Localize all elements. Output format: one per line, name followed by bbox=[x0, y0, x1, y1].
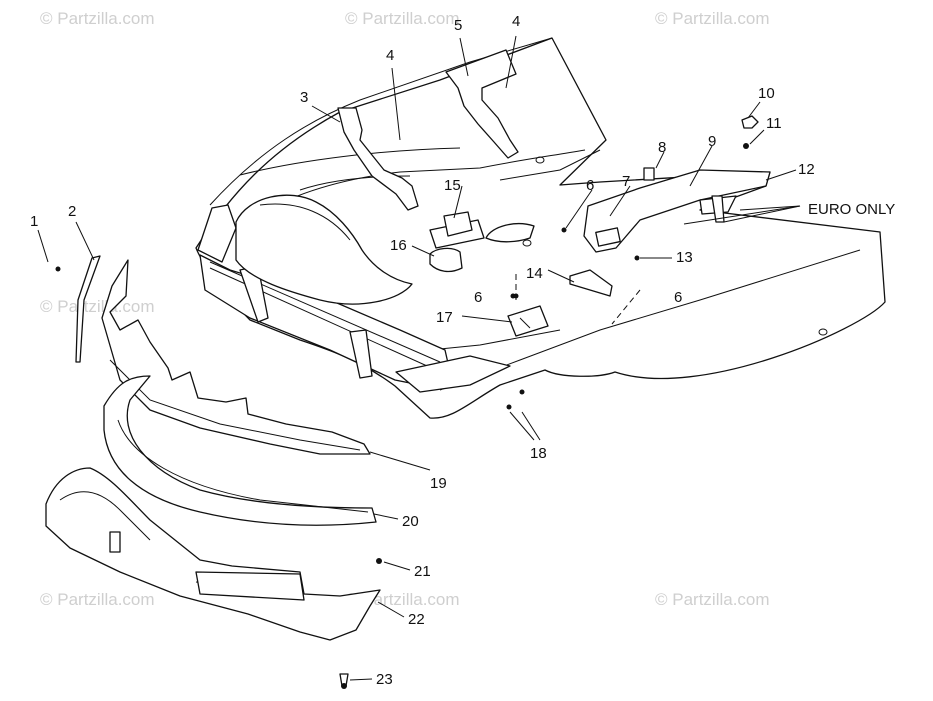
hood-body bbox=[195, 37, 886, 419]
leader-lines bbox=[37, 35, 801, 681]
callout-22: 22 bbox=[408, 611, 425, 628]
callout-7: 7 bbox=[622, 173, 630, 190]
callout-6: 6 bbox=[586, 177, 594, 194]
callout-14: 14 bbox=[526, 265, 543, 282]
callout-labels: 1 2 3 4 5 4 6 7 8 9 10 11 12 EURO ONLY 1… bbox=[30, 13, 895, 688]
small-brackets bbox=[507, 269, 613, 337]
callout-12: 12 bbox=[798, 161, 815, 178]
callout-13: 13 bbox=[676, 249, 693, 266]
trim-strip bbox=[75, 255, 101, 363]
callout-21: 21 bbox=[414, 563, 431, 580]
callout-9: 9 bbox=[708, 133, 716, 150]
rear-rail bbox=[583, 115, 771, 253]
watermark: © Partzilla.com bbox=[40, 9, 155, 28]
callout-20: 20 bbox=[402, 513, 419, 530]
callout-4: 4 bbox=[386, 47, 394, 64]
callout-10: 10 bbox=[758, 85, 775, 102]
callout-1: 1 bbox=[30, 213, 38, 230]
callout-16: 16 bbox=[390, 237, 407, 254]
euro-only-label: EURO ONLY bbox=[808, 201, 895, 218]
callout-5: 5 bbox=[454, 17, 462, 34]
fasteners bbox=[55, 227, 640, 689]
mount-parts bbox=[429, 211, 535, 273]
rear-brackets bbox=[337, 49, 519, 211]
callout-15: 15 bbox=[444, 177, 461, 194]
bumper-lower bbox=[103, 375, 377, 526]
watermark: © Partzilla.com bbox=[345, 9, 460, 28]
callout-18: 18 bbox=[530, 445, 547, 462]
callout-23: 23 bbox=[376, 671, 393, 688]
callout-8: 8 bbox=[658, 139, 666, 156]
callout-17: 17 bbox=[436, 309, 453, 326]
callout-19: 19 bbox=[430, 475, 447, 492]
callout-4: 4 bbox=[512, 13, 520, 30]
callout-3: 3 bbox=[300, 89, 308, 106]
watermark: © Partzilla.com bbox=[40, 297, 155, 316]
callout-6: 6 bbox=[474, 289, 482, 306]
watermark: © Partzilla.com bbox=[655, 590, 770, 609]
bumper-upper bbox=[101, 259, 371, 455]
callout-2: 2 bbox=[68, 203, 76, 220]
callout-6: 6 bbox=[674, 289, 682, 306]
callout-11: 11 bbox=[766, 115, 782, 132]
watermark: © Partzilla.com bbox=[655, 9, 770, 28]
watermark: © Partzilla.com bbox=[40, 590, 155, 609]
